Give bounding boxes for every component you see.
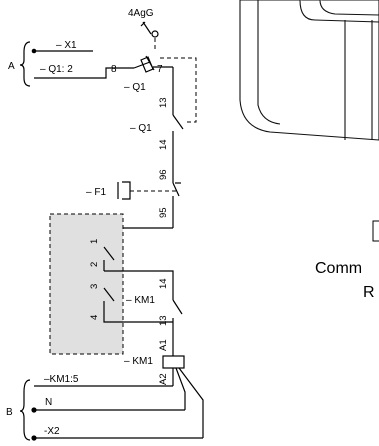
km1-terminal-a2: A2 <box>158 373 169 385</box>
q1-label-top: – Q1 <box>124 82 146 93</box>
caption-line-2: R <box>363 284 375 301</box>
q1-label-aux: – Q1 <box>130 123 152 134</box>
group-b-label: B <box>6 407 13 418</box>
group-a-label: A <box>8 61 15 72</box>
coil-return-1 <box>175 367 186 410</box>
n-terminal <box>31 407 37 413</box>
top-label: 4AgG <box>128 8 154 19</box>
q1-terminal-8: 8 <box>111 64 117 75</box>
coil-return-2 <box>178 367 204 438</box>
km1-5-label: –KM1:5 <box>44 374 79 385</box>
top-switch-symbol <box>140 21 159 38</box>
q1-breaker-symbol <box>133 55 173 73</box>
f1-label: – F1 <box>86 187 106 198</box>
q1-mechanical-link <box>160 57 197 123</box>
km1-coil <box>162 355 185 369</box>
module-contact-1-2 <box>103 246 115 271</box>
module-to-km1-13-wire <box>103 315 173 323</box>
km1-terminal-a1: A1 <box>158 339 169 351</box>
q1-terminal-14: 14 <box>158 139 169 150</box>
q1-terminal-7: 7 <box>157 64 163 75</box>
group-b-brace <box>19 379 31 441</box>
f1-terminal-96: 96 <box>158 169 169 180</box>
f1-terminal-95: 95 <box>158 207 169 218</box>
x2-terminal <box>31 435 37 441</box>
module-terminal-4: 4 <box>89 315 100 320</box>
caption-line-1: Comm <box>315 260 362 277</box>
module-contact-3-4 <box>103 287 115 315</box>
module-terminal-1: 1 <box>89 239 100 244</box>
km1-coil-label: – KM1 <box>124 356 153 367</box>
product-box-fragment <box>372 220 379 242</box>
n-label: N <box>45 397 52 408</box>
module-terminal-2: 2 <box>89 262 100 267</box>
q1-terminal-13: 13 <box>158 97 169 108</box>
f1-contact <box>117 181 181 228</box>
x1-terminal <box>31 48 37 54</box>
module-to-km1-14-wire <box>104 270 174 300</box>
km1-contact-label: – KM1 <box>126 295 155 306</box>
product-illustration <box>239 0 379 141</box>
x2-label: -X2 <box>44 426 60 437</box>
module-box <box>49 213 124 355</box>
km1-terminal-13: 13 <box>158 315 169 326</box>
km1-contact <box>172 299 183 356</box>
module-terminal-3: 3 <box>89 284 100 289</box>
group-a-brace <box>19 41 31 87</box>
q1-2-label: – Q1: 2 <box>40 64 73 75</box>
x1-label: – X1 <box>56 40 77 51</box>
km1-terminal-14: 14 <box>158 278 169 289</box>
q1-aux-contact <box>172 114 184 183</box>
q1-feed-wire <box>34 67 134 79</box>
